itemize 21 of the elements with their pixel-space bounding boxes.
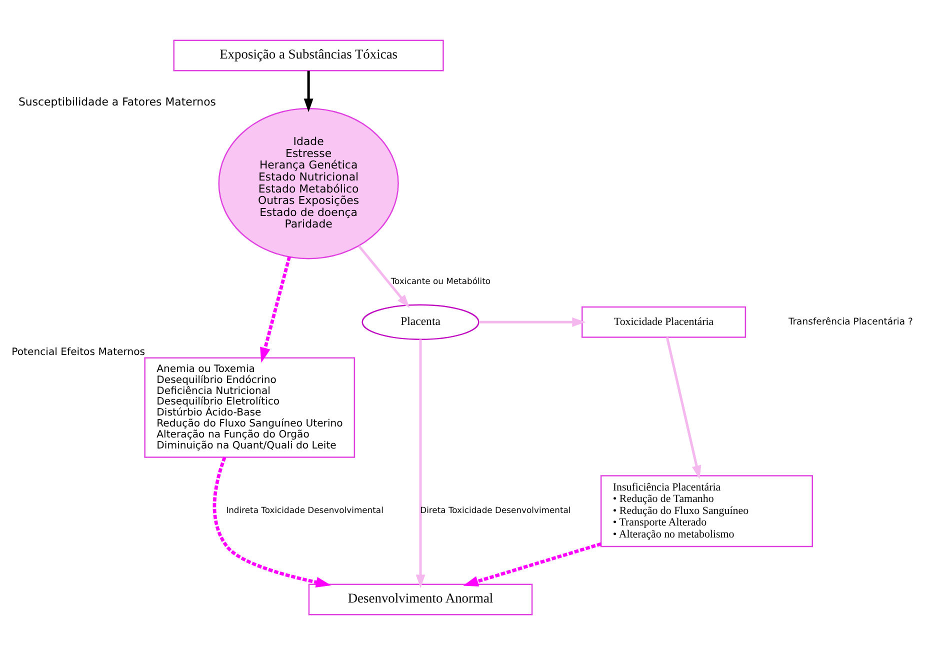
node-label: Potencial Efeitos Maternos: [12, 347, 146, 358]
node-box: Exposição a Substâncias Tóxicas: [173, 40, 444, 72]
arrow: [260, 256, 291, 363]
node-box: Anemia ou Toxemia Desequilíbrio Endócrino Deficiência Nutricional Desequilíbrio Eletrolítico Distúrbio Ácido-Base Redução do Fluxo Sanguíneo Uterino Alteração na Função do Orgão Diminuição na Quant/Quali do Leite: [144, 357, 356, 458]
edge-label: Direta Toxicidade Desenvolvimental: [420, 505, 571, 516]
node-box: Desenvolvimento Anormal: [308, 584, 533, 616]
node-label: Susceptibilidade a Fatores Maternos: [18, 96, 216, 109]
arrow: [304, 70, 314, 112]
node-ellipse: Idade Estresse Herança Genética Estado Nutricional Estado Metabólico Outras Exposições Estado de doença Paridade: [218, 108, 399, 260]
edge-label: Toxicante ou Metabólito: [390, 276, 491, 286]
arrow: [416, 339, 426, 588]
node-ellipse: Placenta: [362, 304, 480, 340]
arrow: [478, 317, 586, 327]
label: Transferência Placentária ?: [788, 316, 913, 328]
arrow: [212, 456, 332, 588]
node-box: Toxicidade Placentária: [582, 306, 746, 338]
arrow: [358, 245, 410, 308]
node-box: Insuficiência Placentária • Redução de Tamanho • Redução do Fluxo Sanguíneo • Transporte Alterado • Alteração no metabolismo: [600, 475, 813, 548]
arrow: [666, 337, 702, 480]
edge-label: Indireta Toxicidade Desenvolvimental: [226, 505, 384, 516]
arrow: [463, 542, 602, 586]
